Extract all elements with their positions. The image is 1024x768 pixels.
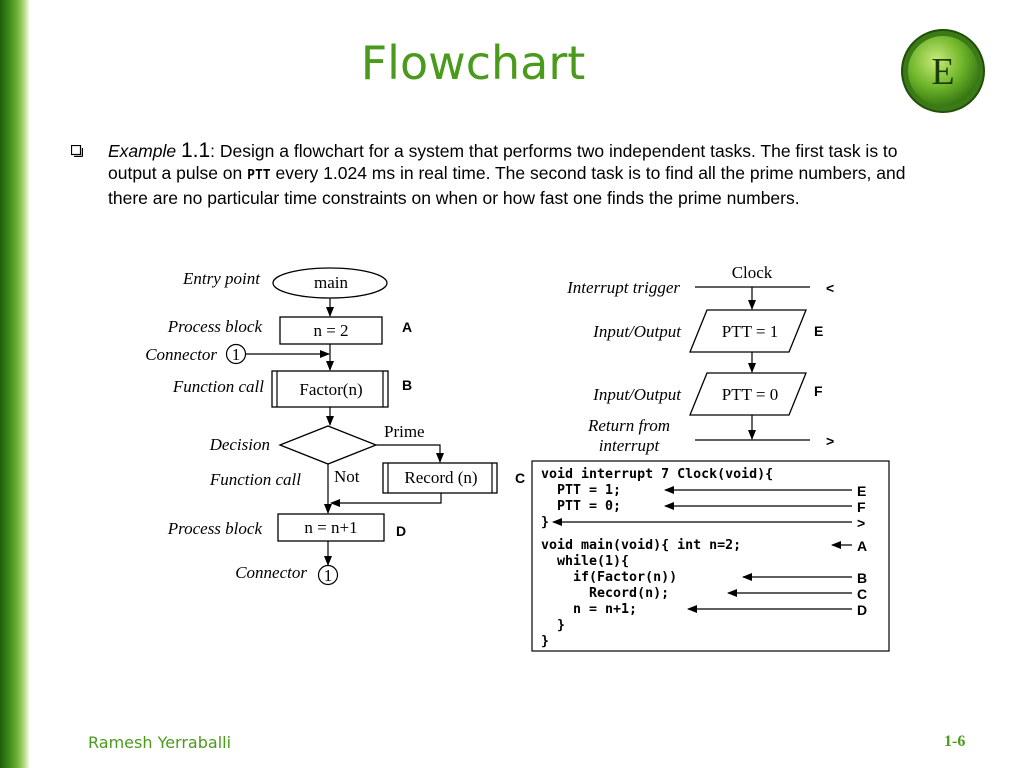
tag-c-main: C	[515, 470, 525, 486]
tag-gt-interrupt: >	[826, 433, 834, 449]
code-tag-b: B	[857, 570, 867, 586]
code-line-4: }	[541, 515, 549, 530]
tag-b-main: B	[402, 377, 412, 393]
footer-page-number: 1-6	[944, 733, 966, 750]
clock-label: Clock	[732, 263, 773, 282]
function-factor-shape	[271, 370, 389, 408]
io-ptt1-text: PTT = 1	[722, 322, 779, 341]
task-text-part1: Design a flowchart for a system that per…	[108, 141, 898, 183]
tag-lt-interrupt: <	[826, 280, 834, 296]
tag-f-interrupt: F	[814, 383, 823, 399]
io-ptt1-shape	[689, 309, 807, 353]
connector-in-shape	[225, 343, 247, 365]
io-ptt0-shape	[689, 372, 807, 416]
connector-out-shape	[317, 564, 339, 586]
label-entry-point: Entry point	[182, 269, 261, 288]
example-word: Example	[108, 141, 177, 161]
code-tag-a: A	[857, 538, 867, 554]
label-interrupt: interrupt	[599, 436, 661, 455]
code-line-7: if(Factor(n))	[541, 569, 677, 585]
function-record-text: Record (n)	[404, 468, 477, 487]
label-input-output-2: Input/Output	[592, 385, 682, 404]
code-tag-gt: >	[857, 515, 865, 531]
task-text-part2: every 1.024 ms in real time. The second …	[108, 163, 906, 208]
footer-author: Ramesh Yerraballi	[88, 733, 232, 752]
process-increment-shape	[277, 513, 385, 542]
function-record-shape	[382, 462, 498, 494]
edge-label-not: Not	[334, 467, 360, 486]
code-line-11: }	[541, 634, 549, 649]
task-code-word: PTT	[247, 168, 271, 183]
connector-in-text: 1	[232, 345, 241, 364]
code-line-3: PTT = 0;	[541, 499, 621, 514]
tag-d-main: D	[396, 523, 406, 539]
checkbox-bullet-icon	[71, 145, 83, 157]
label-function-call-1: Function call	[172, 377, 264, 396]
label-process-block-1: Process block	[167, 317, 263, 336]
task-description: Example 1.1: Design a flowchart for a sy…	[108, 140, 948, 209]
connector-out-text: 1	[324, 566, 333, 585]
tag-e-interrupt: E	[814, 323, 823, 339]
code-line-9: n = n+1;	[541, 602, 637, 617]
label-connector-2: Connector	[235, 563, 307, 582]
edge-decision-prime	[376, 444, 444, 463]
code-tag-e: E	[857, 483, 866, 499]
code-line-5: void main(void){ int n=2;	[541, 537, 741, 553]
label-connector-1: Connector	[145, 345, 217, 364]
tag-a-main: A	[402, 319, 412, 335]
label-return-from: Return from	[587, 416, 670, 435]
code-line-2: PTT = 1;	[541, 483, 621, 498]
label-function-call-2: Function call	[209, 470, 301, 489]
texas-e-logo: E	[901, 29, 985, 113]
code-tag-d: D	[857, 602, 867, 618]
code-line-8: Record(n);	[541, 586, 669, 601]
main-terminal-text: main	[314, 273, 348, 292]
process-n2-text: n = 2	[313, 321, 348, 340]
logo-disc	[908, 36, 978, 106]
code-line-6: while(1){	[541, 553, 629, 569]
code-tag-f: F	[857, 499, 866, 515]
logo-letter: E	[931, 51, 954, 93]
function-factor-text: Factor(n)	[299, 380, 362, 399]
edge-record-to-join	[330, 493, 442, 507]
label-interrupt-trigger: Interrupt trigger	[566, 278, 680, 297]
example-number: 1.1	[180, 139, 211, 162]
process-n2-shape	[279, 316, 383, 345]
code-line-10: }	[541, 618, 565, 633]
left-gradient-bar	[0, 0, 30, 768]
label-process-block-2: Process block	[167, 519, 263, 538]
io-ptt0-text: PTT = 0	[722, 385, 779, 404]
edge-label-prime: Prime	[384, 422, 425, 441]
decision-diamond-shape	[278, 425, 378, 465]
label-decision: Decision	[209, 435, 270, 454]
label-input-output-1: Input/Output	[592, 322, 682, 341]
slide-title: Flowchart	[360, 36, 586, 90]
example-colon: :	[210, 141, 216, 161]
code-line-1: void interrupt 7 Clock(void){	[541, 466, 773, 482]
process-increment-text: n = n+1	[304, 518, 357, 537]
code-tag-c: C	[857, 586, 867, 602]
code-box	[531, 460, 890, 652]
